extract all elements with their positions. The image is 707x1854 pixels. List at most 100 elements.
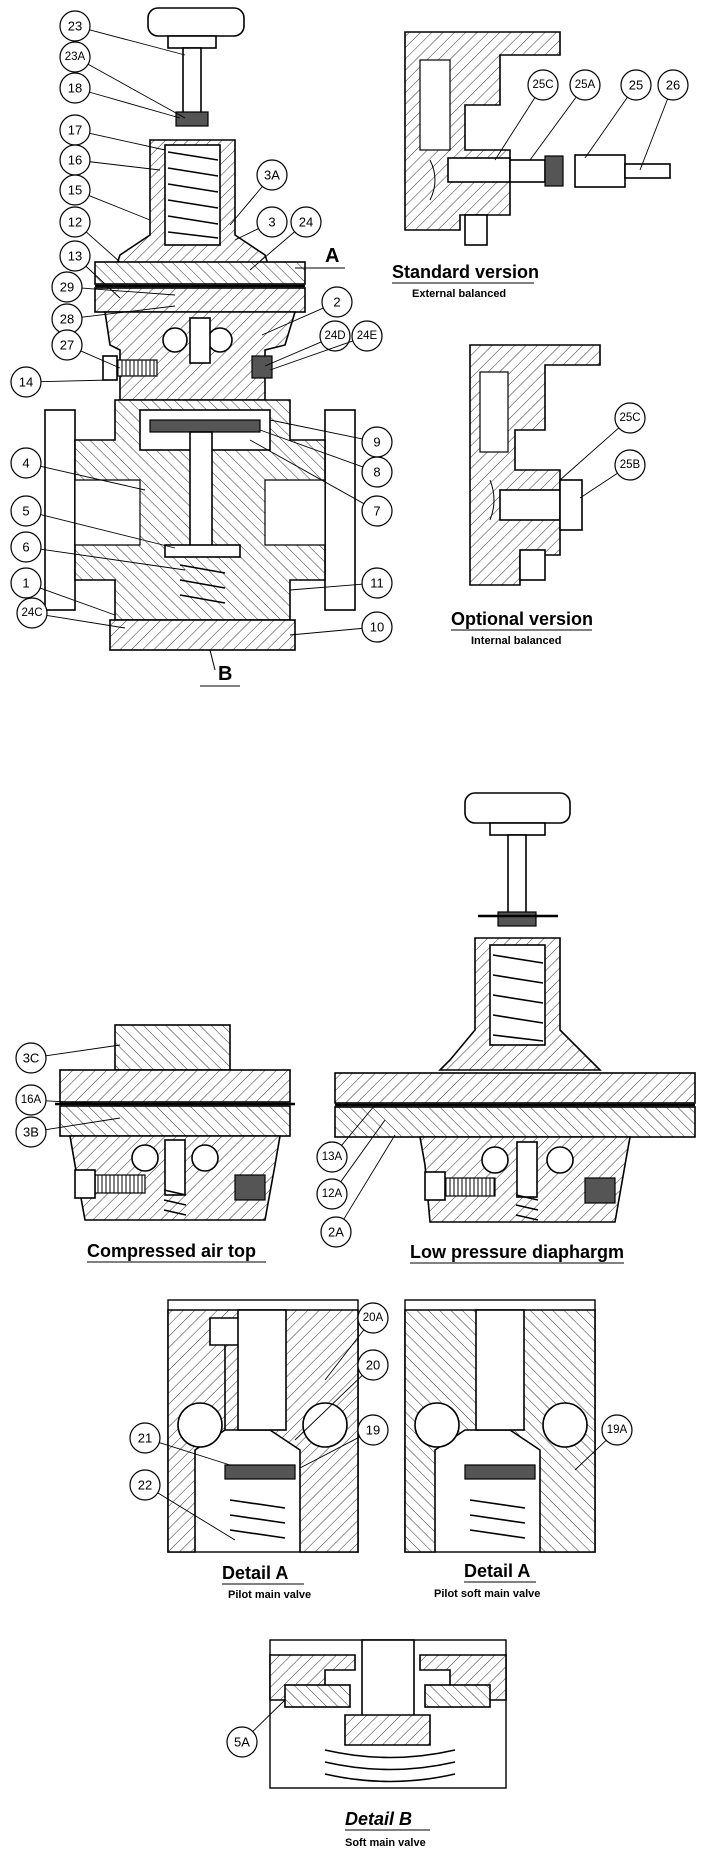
callout-main-28: 28 bbox=[51, 303, 176, 335]
callout-main-1: 1 bbox=[10, 567, 116, 616]
main-valve-spring bbox=[179, 564, 226, 604]
callout-label: 2 bbox=[333, 295, 340, 310]
upper-flange bbox=[94, 261, 306, 285]
pipe-26 bbox=[624, 163, 671, 179]
callout-main-24e: 24E bbox=[269, 320, 383, 371]
callout-label: 3B bbox=[23, 1125, 39, 1140]
main-assembly-view: A B bbox=[44, 7, 356, 687]
main-valve-disc bbox=[164, 544, 241, 558]
pilot-spring bbox=[167, 151, 219, 239]
callout-label: 28 bbox=[60, 312, 74, 327]
optional-version-view: Optional version Internal balanced bbox=[451, 344, 601, 647]
callout-main-3: 3 bbox=[234, 206, 288, 241]
callout-main-8: 8 bbox=[259, 429, 393, 488]
callout-main-6: 6 bbox=[10, 531, 186, 571]
standard-version-subtitle: External balanced bbox=[412, 288, 506, 300]
optional-version-title: Optional version bbox=[451, 609, 593, 629]
detail-b-view: Detail B Soft main valve bbox=[269, 1639, 507, 1849]
detail-b-subtitle: Soft main valve bbox=[345, 1837, 426, 1849]
detail-b-title: Detail B bbox=[345, 1809, 412, 1829]
detail-a-soft-view: Detail A Pilot soft main valve bbox=[404, 1299, 596, 1600]
callout-label: 11 bbox=[370, 576, 384, 591]
callout-label: 25C bbox=[619, 412, 640, 424]
callout-low-pressure-12a: 12A bbox=[316, 1119, 386, 1210]
outlet-flange bbox=[324, 409, 356, 611]
callout-main-13: 13 bbox=[59, 240, 121, 299]
callout-detail-a-soft-19a: 19A bbox=[574, 1414, 633, 1471]
callout-main-3a: 3A bbox=[229, 159, 288, 226]
callout-label: 1 bbox=[22, 576, 29, 591]
callout-compressed-air-3c: 3C bbox=[15, 1042, 121, 1074]
detail-a-seat bbox=[224, 1464, 296, 1480]
standard-version-view: Standard version External balanced bbox=[392, 31, 671, 300]
callout-label: 3 bbox=[268, 215, 275, 230]
callout-main-10: 10 bbox=[289, 611, 393, 643]
detail-a-soft-seat bbox=[464, 1464, 536, 1480]
callout-detail-a-pilot-19: 19 bbox=[299, 1414, 389, 1469]
lp-lower-flange bbox=[334, 1106, 696, 1138]
compressed-air-top-view: Compressed air top bbox=[55, 1024, 295, 1263]
detail-a-pilot-view: Detail A Pilot main valve bbox=[167, 1299, 359, 1601]
callout-main-17: 17 bbox=[59, 114, 166, 151]
optional-port bbox=[499, 489, 561, 521]
air-top-cap bbox=[114, 1024, 231, 1071]
callout-label: 7 bbox=[373, 504, 380, 519]
callout-compressed-air-16a: 16A bbox=[15, 1084, 121, 1116]
handwheel bbox=[147, 7, 245, 37]
callout-label: 17 bbox=[68, 123, 82, 138]
low-pressure-diaphragm-view: Low pressure diaphargm bbox=[334, 792, 696, 1264]
detail-b-spring bbox=[324, 1749, 456, 1783]
standard-version-title: Standard version bbox=[392, 262, 539, 282]
callout-label: 25B bbox=[620, 459, 641, 471]
callout-main-5: 5 bbox=[10, 495, 176, 549]
callout-label: 16 bbox=[68, 153, 82, 168]
detail-a-soft-title: Detail A bbox=[464, 1561, 530, 1581]
callout-main-4: 4 bbox=[10, 447, 146, 491]
callout-label: 19A bbox=[607, 1424, 628, 1436]
callout-optional-25c: 25C bbox=[559, 402, 646, 481]
callout-label: 6 bbox=[22, 540, 29, 555]
callout-label: 24C bbox=[21, 607, 42, 619]
callout-label: 25A bbox=[575, 79, 596, 91]
detail-a-pilot-subtitle: Pilot main valve bbox=[228, 1589, 311, 1601]
callout-low-pressure-2a: 2A bbox=[320, 1134, 396, 1248]
compressed-air-title: Compressed air top bbox=[87, 1241, 256, 1261]
callout-main-2: 2 bbox=[261, 286, 353, 336]
low-pressure-title: Low pressure diaphargm bbox=[410, 1242, 624, 1262]
lock-nut bbox=[175, 111, 209, 127]
callout-label: 8 bbox=[373, 465, 380, 480]
callout-main-23a: 23A bbox=[59, 41, 186, 119]
callout-main-27: 27 bbox=[51, 329, 121, 369]
callout-label: 3A bbox=[264, 168, 280, 183]
detail-a-pilot-title: Detail A bbox=[222, 1563, 288, 1583]
callout-optional-25b: 25B bbox=[579, 449, 646, 499]
callout-label: 16A bbox=[21, 1094, 42, 1106]
callout-label: 26 bbox=[666, 78, 680, 93]
section-b-label: B bbox=[218, 663, 232, 685]
callout-label: 5A bbox=[234, 1735, 250, 1750]
callout-label: 3C bbox=[23, 1051, 40, 1066]
plug-25b bbox=[559, 479, 583, 531]
callout-label: 23 bbox=[68, 19, 82, 34]
callout-standard-25: 25 bbox=[584, 69, 652, 159]
callout-detail-a-pilot-20a: 20A bbox=[324, 1302, 389, 1381]
soft-seat-ring-left bbox=[284, 1684, 351, 1708]
callout-main-24d: 24D bbox=[264, 320, 351, 367]
callout-main-23: 23 bbox=[59, 10, 186, 56]
callout-label: 5 bbox=[22, 504, 29, 519]
callout-main-18: 18 bbox=[59, 72, 181, 119]
air-top-upper-flange bbox=[59, 1069, 291, 1103]
callout-low-pressure-13a: 13A bbox=[316, 1104, 376, 1173]
callout-compressed-air-3b: 3B bbox=[15, 1116, 121, 1148]
callout-main-15: 15 bbox=[59, 174, 151, 221]
callout-standard-25c: 25C bbox=[494, 69, 559, 161]
fitting-25a bbox=[509, 159, 546, 183]
callout-main-24: 24 bbox=[249, 206, 322, 271]
section-a-label: A bbox=[325, 245, 339, 267]
callout-label: 24 bbox=[299, 215, 313, 230]
callout-label: 12A bbox=[322, 1188, 343, 1200]
callout-label: 9 bbox=[373, 435, 380, 450]
callout-standard-25a: 25A bbox=[529, 69, 601, 161]
